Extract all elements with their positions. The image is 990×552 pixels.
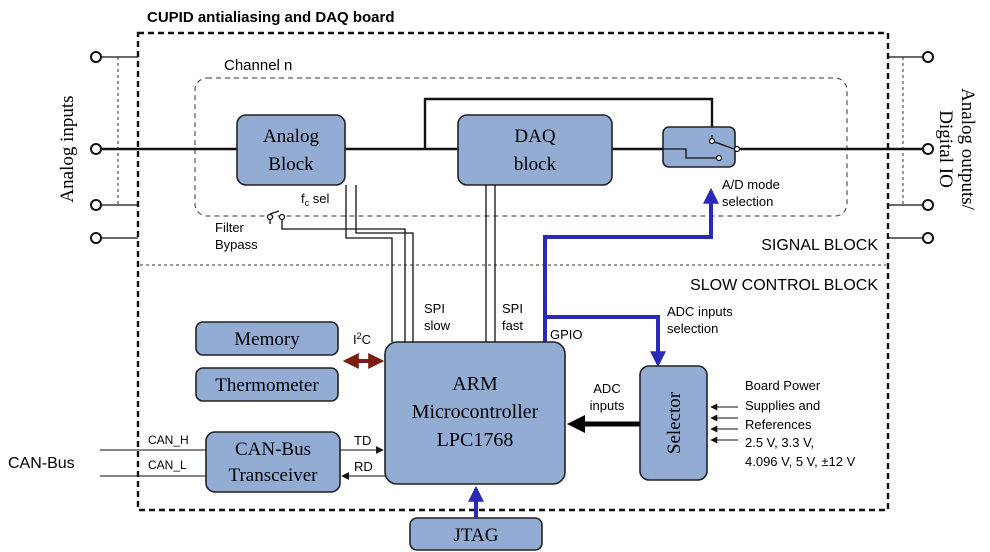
power-label-2: Supplies and bbox=[745, 398, 820, 413]
arm-microcontroller-block bbox=[384, 341, 566, 485]
memory-block bbox=[195, 321, 339, 356]
spi-fast-label-2: fast bbox=[502, 318, 523, 333]
filter-bypass-switch bbox=[266, 210, 406, 342]
td-label: TD bbox=[354, 433, 371, 448]
power-input-arrows bbox=[710, 403, 738, 444]
diagram-title: CUPID antialiasing and DAQ board bbox=[147, 9, 395, 26]
adc-inputs-label-1: ADC bbox=[593, 381, 620, 396]
ad-mode-label-1: A/D mode bbox=[722, 177, 780, 192]
memory-label: Memory bbox=[234, 329, 300, 350]
power-label-4: 2.5 V, 3.3 V, bbox=[745, 435, 814, 450]
fc-sel-rest: sel bbox=[309, 191, 329, 206]
adc-inputs-label-2: inputs bbox=[590, 398, 625, 413]
thermometer-label: Thermometer bbox=[215, 375, 319, 396]
can-bus-label: CAN-Bus bbox=[8, 455, 75, 472]
i2c-i: I bbox=[353, 332, 357, 347]
ad-switch-block bbox=[662, 126, 736, 168]
jtag-label: JTAG bbox=[454, 525, 499, 546]
signal-block-label: SIGNAL BLOCK bbox=[761, 237, 878, 254]
fc-sel-sub: c bbox=[305, 198, 310, 208]
power-label-5: 4.096 V, 5 V, ±12 V bbox=[745, 454, 856, 469]
output-terminals bbox=[735, 51, 934, 244]
power-label-1: Board Power bbox=[745, 378, 821, 393]
adc-arrow-head bbox=[567, 415, 585, 433]
spi-slow-label-2: slow bbox=[424, 318, 451, 333]
filter-label: Filter bbox=[215, 220, 245, 235]
analog-outputs-line1: Analog outputs/ bbox=[957, 88, 978, 211]
daq-block-line1: DAQ bbox=[514, 126, 555, 147]
analog-inputs-label: Analog inputs bbox=[57, 95, 78, 202]
i2c-label: I2C bbox=[353, 331, 371, 347]
rd-label: RD bbox=[354, 459, 373, 474]
slow-control-label: SLOW CONTROL BLOCK bbox=[690, 277, 878, 294]
i2c-2: 2 bbox=[357, 331, 362, 341]
gpio-line-ad bbox=[543, 187, 719, 345]
adc-selection-label-2: selection bbox=[667, 321, 718, 336]
analog-block bbox=[236, 114, 346, 186]
arm-line3: LPC1768 bbox=[437, 429, 514, 451]
ad-switch-symbol bbox=[663, 135, 741, 162]
analog-block-line1: Analog bbox=[263, 126, 319, 147]
analog-block-line2: Block bbox=[268, 154, 314, 175]
can-h-label: CAN_H bbox=[148, 433, 189, 447]
adc-selection-label-1: ADC inputs bbox=[667, 304, 733, 319]
arm-line1: ARM bbox=[452, 373, 498, 395]
bypass-label: Bypass bbox=[215, 237, 258, 252]
gpio-line-selector bbox=[545, 315, 666, 368]
can-transceiver-block bbox=[205, 431, 341, 493]
gpio-label: GPIO bbox=[550, 327, 583, 342]
thermometer-block bbox=[195, 367, 339, 402]
can-transceiver-line1: CAN-Bus bbox=[235, 439, 311, 460]
analog-outputs-label: Analog outputs/ Digital IO bbox=[935, 88, 978, 211]
can-l-label: CAN_L bbox=[148, 458, 187, 472]
channel-region bbox=[194, 77, 848, 217]
input-terminals bbox=[90, 51, 237, 244]
selector-label: Selector bbox=[664, 391, 685, 454]
ad-mode-label-2: selection bbox=[722, 194, 773, 209]
analog-outputs-line2: Digital IO bbox=[935, 110, 956, 188]
power-label-3: References bbox=[745, 417, 812, 432]
fc-sel-label: fc sel bbox=[301, 191, 329, 208]
arm-line2: Microcontroller bbox=[412, 401, 539, 423]
daq-block bbox=[457, 114, 613, 186]
can-transceiver-line2: Transceiver bbox=[229, 465, 319, 486]
spi-fast-label-1: SPI bbox=[502, 301, 523, 316]
spi-slow-label-1: SPI bbox=[424, 301, 445, 316]
channel-label: Channel n bbox=[224, 57, 292, 74]
board-border bbox=[136, 31, 890, 512]
fc-sel-f: f bbox=[301, 191, 305, 206]
i2c-c: C bbox=[362, 332, 371, 347]
daq-block-line2: block bbox=[514, 154, 557, 175]
